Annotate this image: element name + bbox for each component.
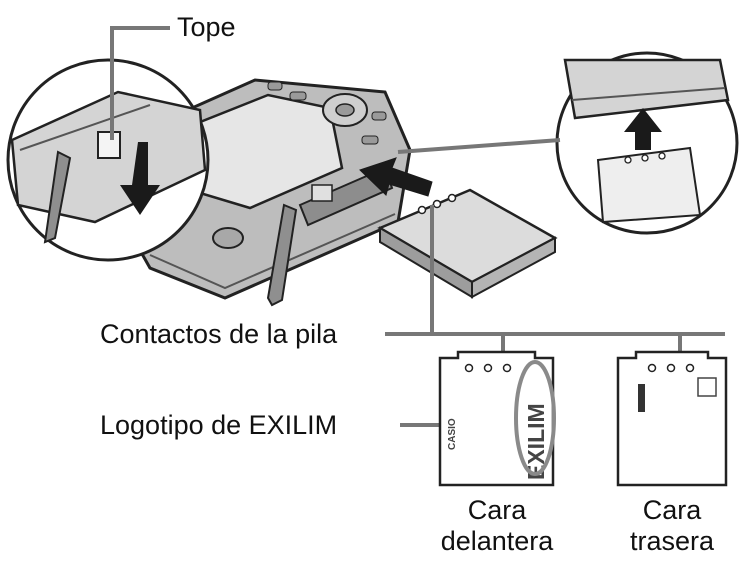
casio-logo: CASIO — [447, 418, 458, 450]
back-label-marking — [638, 384, 645, 412]
back-face-caption-line-1: Cara — [612, 495, 732, 526]
battery-pack — [380, 190, 555, 297]
stopper-label: Tope — [177, 12, 236, 42]
slot-to-zoom-leader-line — [398, 140, 560, 152]
camera-tripod-socket — [213, 228, 243, 248]
back-face-caption: Cara trasera — [612, 495, 732, 557]
insertion-zoom-circle — [557, 53, 737, 233]
battery-contacts-label: Contactos de la pila — [100, 319, 337, 349]
front-face-caption-line-2: delantera — [432, 526, 562, 557]
front-face-caption: Cara delantera — [432, 495, 562, 557]
back-recycle-mark — [698, 378, 716, 396]
exilim-logo-label: Logotipo de EXILIM — [100, 410, 337, 440]
battery-back-face — [618, 352, 726, 485]
back-face-caption-line-2: trasera — [612, 526, 732, 557]
stopper-zoom-circle — [8, 60, 208, 260]
front-face-caption-line-1: Cara — [432, 495, 562, 526]
battery-front-face: CASIO EXILIM — [440, 352, 554, 485]
camera-control-dial — [323, 94, 367, 126]
